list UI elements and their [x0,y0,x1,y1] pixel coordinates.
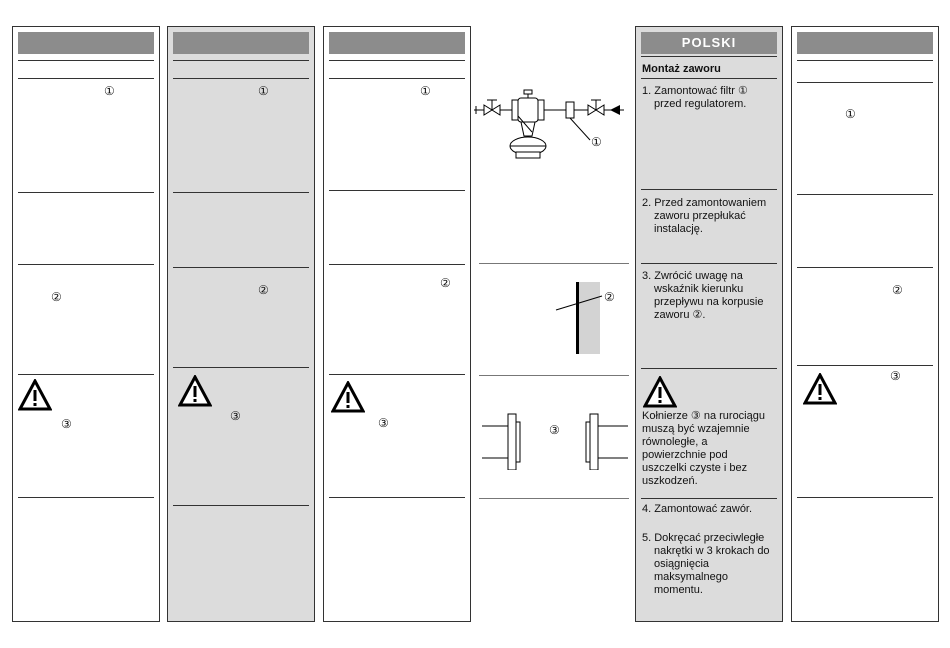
divider [173,192,309,193]
divider [18,78,154,79]
column-polish: POLSKI Montaż zaworu 1. Zamontować filtr… [635,26,783,622]
divider [173,60,309,61]
language-header: POLSKI [641,32,777,54]
figure-marker-3: ③ [549,423,560,437]
marker-2: ② [440,276,451,290]
step-1-text: 1. Zamontować filtr ① przed regulatorem. [642,85,748,110]
divider [641,368,777,369]
warning-triangle-icon [803,373,837,405]
divider [329,497,465,498]
valve-installation-figure [474,89,624,159]
divider [173,505,309,506]
divider [329,264,465,265]
figure-divider [479,498,629,499]
marker-2: ② [892,283,903,297]
figure-divider [479,263,629,264]
column-1: ① ② ③ [12,26,160,622]
column-header [18,32,154,54]
divider [797,194,933,195]
column-3: ① ② ③ [323,26,471,622]
divider [173,78,309,79]
divider [797,497,933,498]
divider [18,192,154,193]
warning-triangle-icon [178,375,212,407]
marker-1: ① [258,84,269,98]
divider [641,498,777,499]
warning-triangle-icon [18,379,52,411]
figure-marker-2: ② [604,290,615,304]
section-title: Montaż zaworu [642,63,721,75]
step-5-text: 5. Dokręcać przeciwległe nakrętki w 3 kr… [642,532,770,596]
divider [18,60,154,61]
step-2-text: 2. Przed zamontowaniem zaworu przepłukać… [642,197,767,235]
divider [329,190,465,191]
flange-alignment-figure [482,413,628,470]
marker-1: ① [420,84,431,98]
divider [641,263,777,264]
divider [797,60,933,61]
warning-text: Kołnierze ③ na rurociągu muszą być wzaje… [642,410,765,487]
marker-1: ① [845,107,856,121]
divider [329,374,465,375]
divider [18,264,154,265]
marker-2: ② [51,290,62,304]
divider [329,78,465,79]
marker-3: ③ [230,409,241,423]
column-header [329,32,465,54]
marker-2: ② [258,283,269,297]
marker-3: ③ [61,417,72,431]
step-4-text: 4. Zamontować zawór. [642,503,753,515]
column-2: ① ② ③ [167,26,315,622]
column-header [173,32,309,54]
warning-triangle-icon [331,381,365,413]
divider [641,56,777,57]
column-6: ① ② ③ [791,26,939,622]
divider [173,367,309,368]
divider [797,82,933,83]
divider [18,374,154,375]
warning-triangle-icon [643,376,677,408]
marker-3: ③ [378,416,389,430]
marker-3: ③ [890,369,901,383]
step-3-text: 3. Zwrócić uwagę na wskaźnik kierunku pr… [642,270,764,321]
flow-direction-indicator-figure [555,282,603,354]
divider [641,78,777,79]
divider [173,267,309,268]
divider [18,497,154,498]
divider [797,365,933,366]
column-header [797,32,933,54]
figure-divider [479,375,629,376]
marker-1: ① [104,84,115,98]
divider [797,267,933,268]
divider [329,60,465,61]
divider [641,189,777,190]
figure-marker-1: ① [591,135,602,149]
